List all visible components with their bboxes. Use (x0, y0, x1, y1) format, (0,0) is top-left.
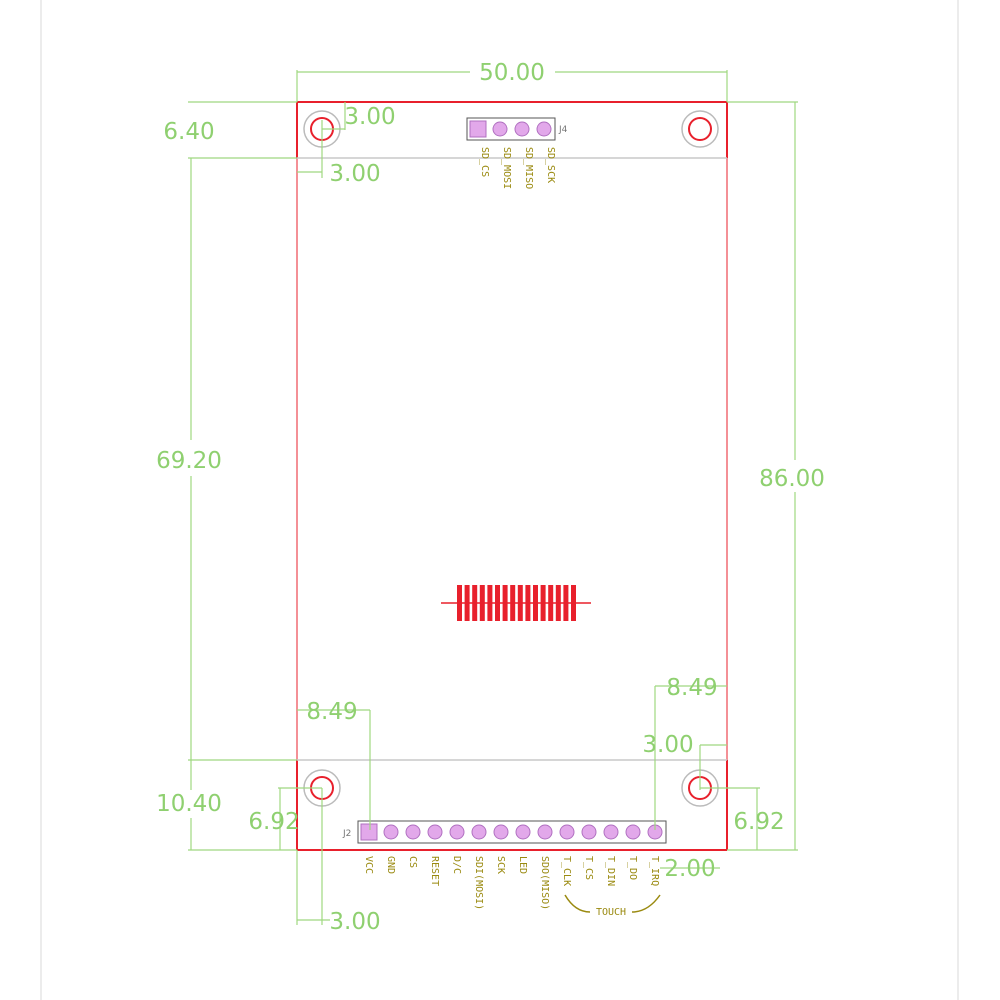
bottom-band-dimension: 10.40 (156, 791, 222, 817)
j4-label: J4 (558, 125, 568, 135)
j2-pin-label-6: SDI(MOSI) (473, 856, 484, 910)
j2-pin-label-1: VCC (363, 856, 374, 874)
j2-pin-5-pad (449, 824, 465, 840)
j2-header (357, 820, 667, 844)
header-left-offset-dimension-lines (297, 709, 371, 830)
bottom-right-hole-y-dimension-lines (700, 787, 760, 850)
j2-pin-3-pad (405, 824, 421, 840)
bottom-right-hole-x-dimension: 3.00 (642, 732, 693, 758)
j4-pin-label-2: SD_MOSI (501, 147, 512, 189)
mounting-hole-top-right (681, 110, 719, 148)
fpc-finger (533, 585, 538, 621)
height-dimension-lines (727, 101, 798, 851)
j2-pin-7-pad (493, 824, 509, 840)
j2-pin-2-pad (383, 824, 399, 840)
j2-pin-label-9: SDO(MISO) (539, 856, 550, 910)
j2-pin-label-11: T_CS (583, 856, 594, 880)
bottom-left-hole-x-dimension: 3.00 (329, 909, 380, 935)
hole-top-x-dimension: 3.00 (344, 104, 395, 130)
top-hole-dimension-lines (297, 102, 346, 178)
j2-pin-label-13: T_DO (627, 856, 638, 880)
top-band-dimension: 6.40 (163, 119, 214, 145)
fpc-connector (441, 585, 591, 621)
fpc-finger (464, 585, 470, 621)
header-edge-dimension: 2.00 (664, 856, 715, 882)
j2-pin-10-pad (559, 824, 575, 840)
j2-pin-9-pad (537, 824, 553, 840)
bottom-left-hole-y-dimension: 6.92 (248, 809, 299, 835)
width-dimension-lines (296, 70, 728, 102)
header-right-offset-dimension-lines (654, 685, 727, 830)
j4-pin-1-pad (469, 120, 487, 138)
j2-pin-label-8: LED (517, 856, 528, 874)
j2-pin-label-3: CS (407, 856, 418, 868)
header-left-offset-dimension: 8.49 (306, 699, 357, 725)
j4-pin-label-3: SD_MISO (523, 147, 534, 189)
j2-pin-label-12: T_DIN (605, 856, 616, 886)
fpc-finger (563, 585, 569, 621)
j2-pin-label-2: GND (385, 856, 396, 874)
bottom-right-hole-x-dimension-lines (699, 744, 727, 790)
touch-group-label: TOUCH (596, 907, 626, 918)
fpc-finger (472, 585, 478, 621)
hole-top-y-dimension: 3.00 (329, 161, 380, 187)
bottom-left-hole-y-dimension-lines (278, 787, 322, 850)
touch-group-bracket (564, 894, 661, 913)
j2-label: J2 (342, 829, 351, 839)
j4-pin-label-4: SD_SCK (545, 147, 556, 183)
j2-pin-label-4: RESET (429, 856, 440, 886)
fpc-finger (510, 585, 516, 621)
height-dimension: 86.00 (759, 466, 825, 492)
fpc-finger (457, 585, 462, 621)
j4-pin-2-pad (492, 121, 508, 137)
bottom-band-dimension-lines (188, 760, 297, 851)
fpc-finger (571, 585, 576, 621)
j2-pin-11-pad (581, 824, 597, 840)
j2-pin-label-14: T_IRQ (649, 856, 660, 886)
width-dimension: 50.00 (479, 60, 545, 86)
j2-pin-12-pad (603, 824, 619, 840)
inner-height-dimension-lines (188, 157, 297, 761)
j2-pin-6-pad (471, 824, 487, 840)
fpc-finger (479, 585, 485, 621)
j2-pin-4-pad (427, 824, 443, 840)
fpc-finger (487, 585, 493, 621)
j2-pin-8-pad (515, 824, 531, 840)
j2-pin-label-5: D/C (451, 856, 462, 874)
fpc-finger (540, 585, 546, 621)
j4-header (466, 117, 556, 141)
fpc-finger (502, 585, 508, 621)
j4-pin-label-1: SD_CS (479, 147, 490, 177)
fpc-finger (517, 585, 523, 621)
inner-height-dimension: 69.20 (156, 448, 222, 474)
j2-pin-13-pad (625, 824, 641, 840)
fpc-finger (548, 585, 554, 621)
header-right-offset-dimension: 8.49 (666, 675, 717, 701)
board-outline (296, 101, 728, 851)
j2-pin-label-10: T_CLK (561, 856, 572, 886)
j4-pin-4-pad (536, 121, 552, 137)
bottom-left-hole-x-dimension-lines (296, 788, 330, 925)
fpc-finger (555, 585, 561, 621)
bottom-right-hole-y-dimension: 6.92 (733, 809, 784, 835)
j2-pin-1-pad (360, 823, 378, 841)
j4-pin-3-pad (514, 121, 530, 137)
fpc-finger (525, 585, 531, 621)
j2-pin-label-7: SCK (495, 856, 506, 874)
fpc-finger (495, 585, 500, 621)
